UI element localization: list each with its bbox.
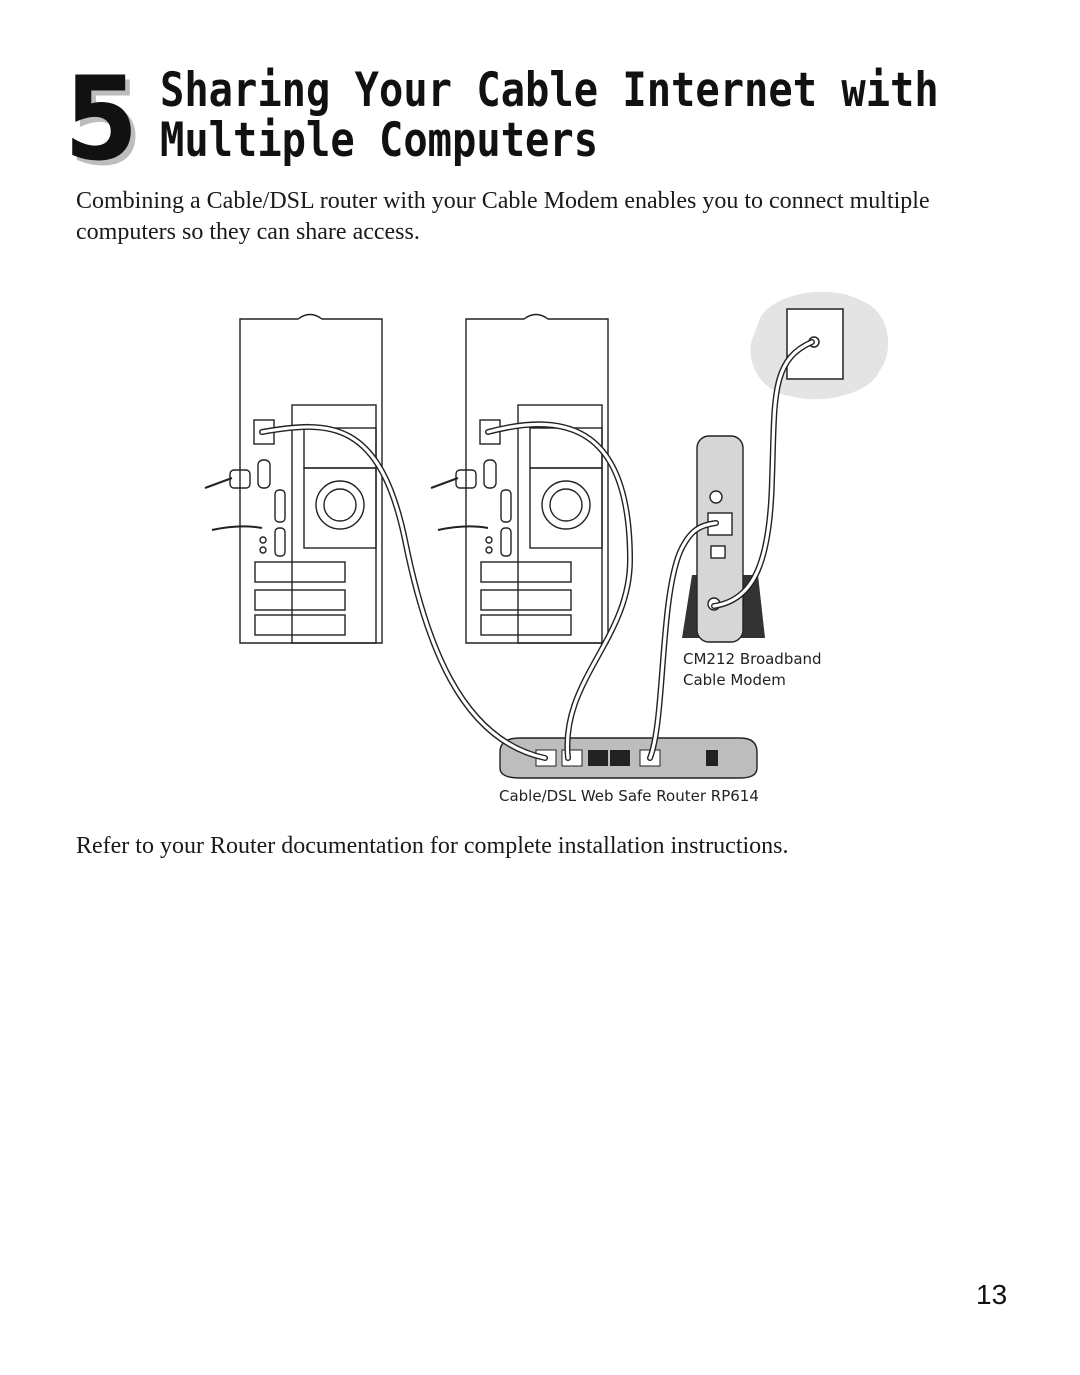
modem-caption: CM212 Broadband Cable Modem <box>683 649 822 691</box>
wall-outlet <box>750 291 889 400</box>
intro-paragraph: Combining a Cable/DSL router with your C… <box>76 188 930 245</box>
cable-modem <box>682 435 765 643</box>
computer-tower-2 <box>430 313 609 644</box>
chapter-title-line-1: Sharing Your Cable Internet with <box>160 63 939 118</box>
page-number: 13 <box>976 1279 1008 1310</box>
computer-tower-1 <box>204 313 383 644</box>
network-diagram <box>204 291 889 779</box>
modem-caption-line-2: Cable Modem <box>683 671 786 689</box>
router-caption: Cable/DSL Web Safe Router RP614 <box>499 787 759 805</box>
refer-paragraph: Refer to your Router documentation for c… <box>76 833 789 859</box>
modem-caption-line-1: CM212 Broadband <box>683 650 822 668</box>
chapter-title: Sharing Your Cable Internet with Multipl… <box>160 66 939 166</box>
chapter-number: 5 <box>64 52 139 187</box>
cables <box>259 339 815 761</box>
chapter-title-line-2: Multiple Computers <box>160 113 599 168</box>
